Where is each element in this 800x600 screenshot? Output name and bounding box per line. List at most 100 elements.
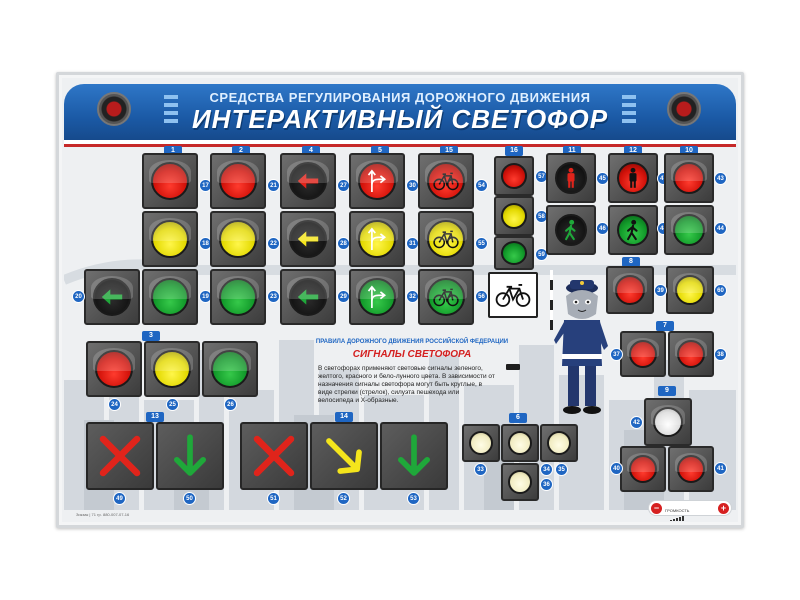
light-22[interactable] (210, 211, 266, 267)
bicycle-icon (433, 230, 459, 249)
arrow-straight-right-icon (367, 227, 387, 251)
num-21: 21 (267, 179, 280, 192)
x-mark-icon (99, 435, 141, 477)
light-54[interactable] (418, 153, 474, 209)
light-18[interactable] (142, 211, 198, 267)
group-tag-9: 9 (658, 386, 676, 396)
light-36[interactable] (501, 463, 539, 501)
num-40: 40 (610, 462, 623, 475)
light-23[interactable] (210, 269, 266, 325)
lane-signal-52[interactable] (310, 422, 378, 490)
num-22: 22 (267, 237, 280, 250)
num-25: 25 (166, 398, 179, 411)
light-30[interactable] (349, 153, 405, 209)
num-44: 44 (714, 222, 727, 235)
light-55[interactable] (418, 211, 474, 267)
light-35[interactable] (540, 424, 578, 462)
volume-up-button[interactable]: + (718, 503, 729, 514)
light-32[interactable] (349, 269, 405, 325)
footer-note: Зикзак | 71 гр. 880-007-07-16 (76, 512, 130, 517)
light-27[interactable] (280, 153, 336, 209)
pedestrian-walking-icon (627, 219, 638, 241)
bicycle-icon (495, 284, 531, 307)
volume-control (648, 500, 732, 516)
light-33[interactable] (462, 424, 500, 462)
lane-signal-53[interactable] (380, 422, 448, 490)
light-56[interactable] (418, 269, 474, 325)
light-58[interactable] (494, 196, 534, 236)
num-52: 52 (337, 492, 350, 505)
info-subtitle: СИГНАЛЫ СВЕТОФОРА (352, 349, 472, 360)
group-tag-3: 3 (142, 331, 160, 341)
light-60[interactable] (666, 266, 714, 314)
volume-down-button[interactable]: − (651, 503, 662, 514)
info-title: ПРАВИЛА ДОРОЖНОГО ДВИЖЕНИЯ РОССИЙСКОЙ ФЕ… (315, 339, 509, 345)
group-tag-14: 14 (335, 412, 353, 422)
light-43[interactable] (664, 153, 714, 203)
light-41[interactable] (668, 446, 714, 492)
light-46[interactable] (546, 205, 596, 255)
light-26[interactable] (202, 341, 258, 397)
light-34[interactable] (501, 424, 539, 462)
header-stripe-white (64, 140, 736, 144)
num-46: 46 (596, 222, 609, 235)
light-39[interactable] (606, 266, 654, 314)
light-28[interactable] (280, 211, 336, 267)
num-60: 60 (714, 284, 727, 297)
group-tag-1: 1 (164, 146, 182, 156)
bicycle-sign (488, 272, 538, 318)
light-29[interactable] (280, 269, 336, 325)
light-59[interactable] (494, 236, 534, 270)
light-47[interactable] (608, 153, 658, 203)
header-subtitle: СРЕДСТВА РЕГУЛИРОВАНИЯ ДОРОЖНОГО ДВИЖЕНИ… (209, 90, 591, 105)
light-19[interactable] (142, 269, 198, 325)
pedestrian-walking-icon (565, 219, 576, 241)
lane-signal-51[interactable] (240, 422, 308, 490)
info-text: В светофорах применяют световые сигналы … (318, 365, 495, 404)
num-36: 36 (540, 478, 553, 491)
light-38[interactable] (668, 331, 714, 377)
lamp-red (151, 162, 189, 200)
bicycle-icon (433, 288, 459, 307)
num-20: 20 (72, 290, 85, 303)
x-mark-icon (253, 435, 295, 477)
lane-signal-50[interactable] (156, 422, 224, 490)
num-51: 51 (267, 492, 280, 505)
num-35: 35 (555, 463, 568, 476)
light-48[interactable] (608, 205, 658, 255)
group-tag-16: 16 (505, 146, 523, 156)
light-37[interactable] (620, 331, 666, 377)
group-tag-13: 13 (146, 412, 164, 422)
light-24[interactable] (86, 341, 142, 397)
light-57[interactable] (494, 156, 534, 196)
light-40[interactable] (620, 446, 666, 492)
num-56: 56 (475, 290, 488, 303)
lane-signal-49[interactable] (86, 422, 154, 490)
num-34: 34 (540, 463, 553, 476)
light-31[interactable] (349, 211, 405, 267)
group-tag-11: 11 (563, 146, 581, 156)
light-21[interactable] (210, 153, 266, 209)
group-tag-6: 6 (509, 413, 527, 423)
arrow-straight-right-icon (367, 169, 387, 193)
num-38: 38 (714, 348, 727, 361)
group-tag-7: 7 (656, 321, 674, 331)
light-45[interactable] (546, 153, 596, 203)
light-25[interactable] (144, 341, 200, 397)
volume-bars-icon (670, 503, 692, 521)
num-19: 19 (199, 290, 212, 303)
lamp-dark (93, 278, 131, 316)
num-37: 37 (610, 348, 623, 361)
pedestrian-standing-icon (567, 167, 575, 188)
light-20[interactable] (84, 269, 140, 325)
header-stripe-red (64, 144, 736, 147)
light-17[interactable] (142, 153, 198, 209)
light-44[interactable] (664, 205, 714, 255)
light-42[interactable] (644, 398, 692, 446)
lamp-yellow (151, 220, 189, 258)
group-tag-10: 10 (680, 146, 698, 156)
num-45: 45 (596, 172, 609, 185)
bicycle-icon (433, 172, 459, 191)
header-lines-left-icon (164, 95, 178, 131)
